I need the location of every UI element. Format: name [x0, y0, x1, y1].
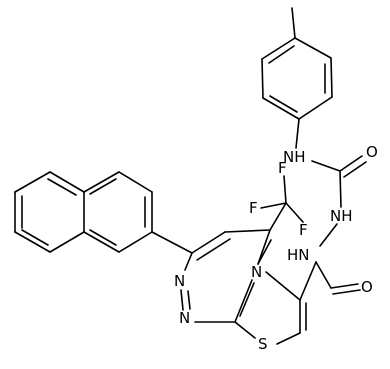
- atom-nh-hydrazide-upper: NH: [330, 207, 353, 225]
- atom-n-ring: N: [251, 263, 262, 281]
- bond-network: [14, 7, 367, 345]
- atom-f-top: F: [278, 159, 287, 177]
- atom-nh-amide: NH: [283, 148, 306, 166]
- atom-n-diazepine-1: N: [174, 272, 185, 290]
- atom-s-thiazole: S: [258, 335, 268, 353]
- atom-hn-hydrazide-lower: HN: [287, 246, 310, 264]
- atom-f-left: F: [249, 199, 258, 217]
- atom-labels: NH O NH HN O F F F N N N S: [174, 143, 378, 353]
- atom-o-carbonyl: O: [361, 278, 373, 296]
- atom-o-urea: O: [366, 143, 378, 161]
- atom-n-diazepine-2: N: [179, 309, 190, 327]
- atom-f-right: F: [299, 221, 308, 239]
